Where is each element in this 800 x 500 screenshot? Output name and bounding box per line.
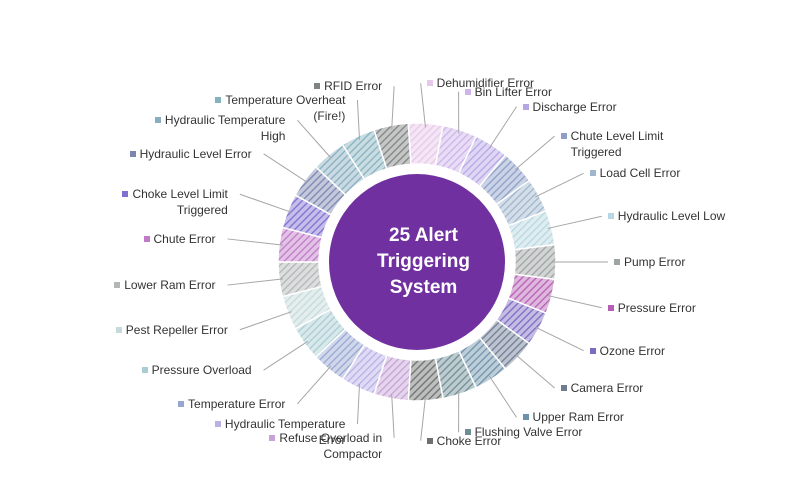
label-marker-pump-error — [614, 259, 620, 265]
data-label-choke-level-limit-triggered: Choke Level Limit Triggered — [132, 187, 228, 218]
label-marker-pest-repeller-error — [115, 326, 122, 333]
data-label-pressure-overload: Pressure Overload — [151, 363, 252, 378]
label-marker-hydraulic-level-error — [129, 150, 136, 157]
data-label-hydraulic-level-low: Hydraulic Level Low — [617, 209, 726, 224]
leader-line-choke-level-limit-triggered — [239, 193, 292, 213]
label-marker-temperature-overheat-fire — [215, 97, 222, 104]
label-marker-hydraulic-level-low — [607, 213, 614, 220]
label-marker-chute-error — [143, 235, 150, 242]
data-label-rfid-error: RFID Error — [324, 79, 383, 94]
label-marker-rfid-error — [314, 83, 321, 90]
data-label-upper-ram-error: Upper Ram Error — [532, 410, 624, 425]
leader-line-rfid-error — [391, 86, 395, 130]
slice-rfid-error — [373, 122, 412, 170]
data-label-flushing-valve-error: Flushing Valve Error — [474, 425, 583, 440]
leader-line-temperature-overheat-fire — [356, 100, 361, 140]
leader-line-ozone-error — [535, 326, 584, 352]
label-marker-flushing-valve-error — [464, 429, 471, 436]
data-label-bin-lifter-error: Bin Lifter Error — [474, 84, 552, 99]
leader-line-refuse-overload-in-compactor — [391, 394, 395, 438]
data-label-refuse-overload-in-compactor: Refuse Overload in Compactor — [279, 430, 383, 461]
leader-line-hydraulic-level-error — [263, 153, 309, 184]
data-label-choke-error: Choke Error — [436, 433, 502, 448]
label-marker-load-cell-error — [589, 170, 596, 177]
data-label-chute-error: Chute Error — [153, 231, 216, 246]
leader-line-hydraulic-temperature-high — [297, 119, 332, 159]
label-marker-hydraulic-temperature-high — [154, 117, 161, 124]
label-marker-choke-level-limit-triggered — [122, 191, 129, 198]
data-label-pest-repeller-error: Pest Repeller Error — [125, 322, 228, 337]
data-label-discharge-error: Discharge Error — [532, 99, 617, 114]
leader-line-upper-ram-error — [488, 375, 517, 418]
leader-line-chute-level-limit-triggered — [515, 135, 555, 170]
leader-line-discharge-error — [488, 106, 517, 149]
label-marker-choke-error — [426, 437, 433, 444]
label-marker-hydraulic-temperature-error — [214, 420, 221, 427]
label-marker-camera-error — [560, 384, 567, 391]
label-marker-pressure-overload — [141, 367, 148, 374]
leader-line-lower-ram-error — [227, 278, 284, 286]
label-marker-discharge-error — [522, 103, 529, 110]
label-marker-pressure-error — [607, 304, 614, 311]
data-label-chute-level-limit-triggered: Chute Level Limit Triggered — [570, 129, 664, 160]
data-label-lower-ram-error: Lower Ram Error — [124, 278, 216, 293]
data-label-ozone-error: Ozone Error — [599, 343, 665, 358]
label-marker-ozone-error — [589, 347, 596, 354]
leader-line-hydraulic-level-low — [547, 215, 602, 229]
leader-line-load-cell-error — [535, 172, 584, 198]
data-label-hydraulic-temperature-high: Hydraulic Temperature High — [164, 113, 286, 144]
slice-pump-error — [513, 243, 557, 281]
label-marker-upper-ram-error — [522, 414, 529, 421]
leader-line-temperature-error — [297, 365, 332, 405]
label-marker-bin-lifter-error — [464, 88, 471, 95]
center-hole — [329, 174, 505, 350]
data-label-camera-error: Camera Error — [570, 380, 644, 395]
label-marker-lower-ram-error — [114, 282, 121, 289]
leader-line-pressure-overload — [263, 340, 309, 371]
leader-line-camera-error — [515, 354, 555, 389]
leader-line-hydraulic-temperature-error — [356, 384, 361, 424]
data-label-hydraulic-temperature-error: Hydraulic Temperature Error — [224, 416, 346, 447]
leader-line-choke-error — [420, 396, 426, 441]
data-label-dehumidifier-error: Dehumidifier Error — [436, 76, 535, 91]
label-marker-dehumidifier-error — [426, 80, 433, 87]
leader-line-pest-repeller-error — [239, 311, 292, 331]
data-label-load-cell-error: Load Cell Error — [599, 166, 681, 181]
data-label-hydraulic-level-error: Hydraulic Level Error — [139, 146, 252, 161]
label-marker-chute-level-limit-triggered — [560, 133, 567, 140]
data-label-temperature-error: Temperature Error — [188, 396, 286, 411]
data-label-temperature-overheat-fire: Temperature Overheat (Fire!) — [225, 93, 346, 124]
label-marker-temperature-error — [178, 400, 185, 407]
leader-line-pressure-error — [547, 295, 602, 309]
label-marker-refuse-overload-in-compactor — [269, 434, 276, 441]
data-label-pump-error: Pump Error — [624, 255, 686, 269]
leader-line-dehumidifier-error — [420, 83, 426, 128]
leader-line-chute-error — [227, 238, 284, 246]
data-label-pressure-error: Pressure Error — [617, 300, 696, 315]
